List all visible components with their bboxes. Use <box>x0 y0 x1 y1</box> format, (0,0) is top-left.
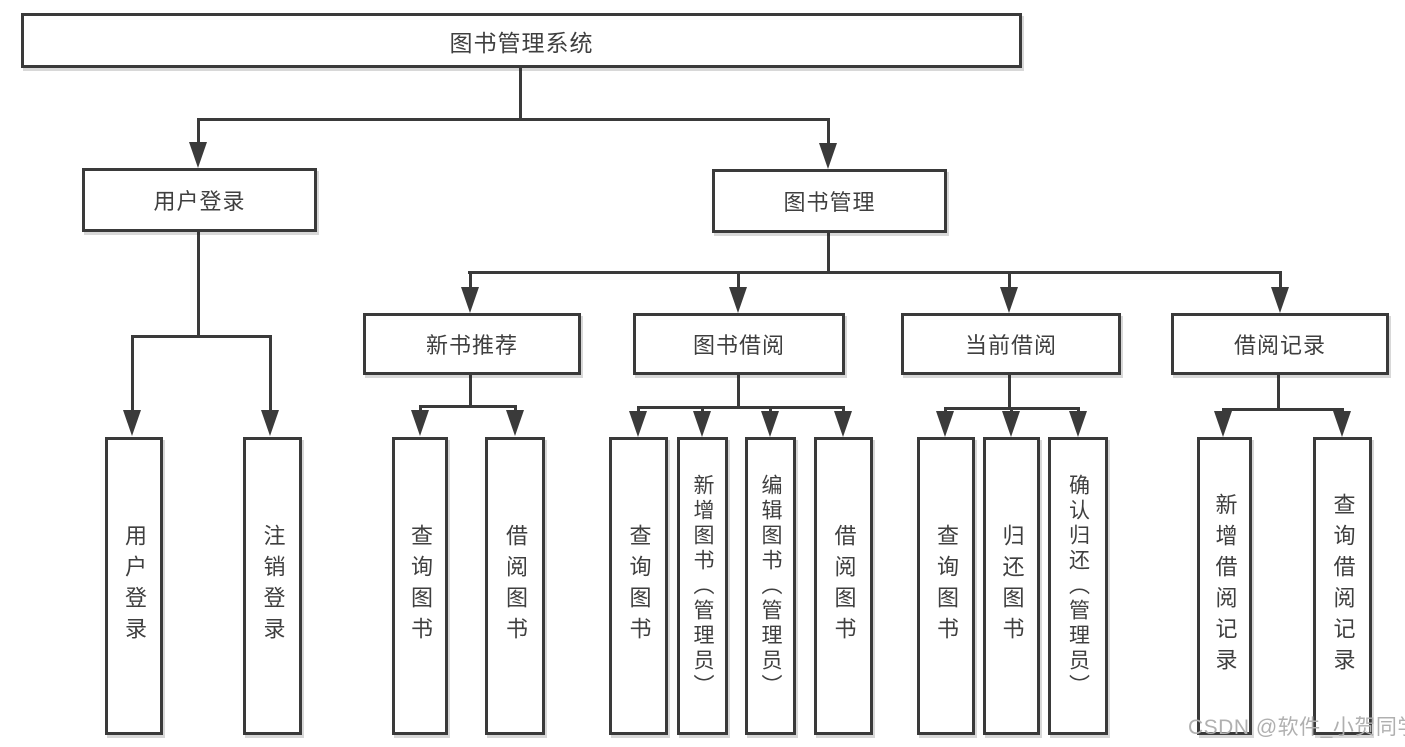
node-label: 归还图书 <box>999 524 1025 648</box>
node-query-borrow-record: 查询借阅记录 <box>1313 437 1372 735</box>
connector-line <box>637 406 845 409</box>
connector-line <box>197 118 200 144</box>
arrowhead-down-icon <box>1000 287 1018 313</box>
node-current-borrowing: 当前借阅 <box>901 313 1121 375</box>
node-label: 用户登录 <box>153 189 246 214</box>
node-label: 图书借阅 <box>692 333 785 358</box>
connector-line <box>197 118 830 121</box>
node-label: 编辑图书（管理员） <box>759 473 782 699</box>
connector-line <box>1222 408 1225 412</box>
node-label: 查询借阅记录 <box>1330 493 1356 679</box>
arrowhead-down-icon <box>123 410 141 436</box>
connector-line <box>737 375 740 407</box>
node-user-login-branch: 用户登录 <box>82 168 317 232</box>
connector-line <box>1010 407 1013 412</box>
node-user-login: 用户登录 <box>105 437 163 735</box>
connector-line <box>419 405 422 412</box>
arrowhead-down-icon <box>693 411 711 437</box>
arrowhead-down-icon <box>461 287 479 313</box>
node-label: 借阅图书 <box>831 524 857 648</box>
node-borrow-books: 借阅图书 <box>814 437 873 735</box>
arrowhead-down-icon <box>1002 411 1020 437</box>
node-book-management-branch: 图书管理 <box>712 169 947 233</box>
arrowhead-down-icon <box>936 411 954 437</box>
connector-line <box>827 233 830 272</box>
node-label: 新增借阅记录 <box>1212 493 1238 679</box>
node-label: 借阅图书 <box>503 524 528 648</box>
node-edit-books-admin: 编辑图书（管理员） <box>745 437 796 735</box>
arrowhead-down-icon <box>189 142 207 168</box>
arrowhead-down-icon <box>761 411 779 437</box>
node-label: 当前借阅 <box>964 333 1057 358</box>
node-library-management-system: 图书管理系统 <box>21 13 1022 68</box>
connector-line <box>769 406 772 412</box>
node-logout: 注销登录 <box>243 437 302 735</box>
connector-line <box>944 407 947 412</box>
node-label: 确认归还（管理员） <box>1066 473 1090 699</box>
node-label: 用户登录 <box>122 524 147 648</box>
connector-line <box>1077 407 1080 412</box>
node-query-books-current: 查询图书 <box>917 437 975 735</box>
node-label: 图书管理 <box>783 190 876 215</box>
node-confirm-return-admin: 确认归还（管理员） <box>1048 437 1108 735</box>
node-label: 借阅记录 <box>1233 333 1326 358</box>
arrowhead-down-icon <box>1271 287 1289 313</box>
arrowhead-down-icon <box>819 143 837 169</box>
node-label: 查询图书 <box>934 524 959 648</box>
connector-line <box>197 232 200 336</box>
node-query-books-borrow: 查询图书 <box>609 437 668 735</box>
node-label: 图书管理系统 <box>449 29 594 56</box>
node-label: 查询图书 <box>626 524 652 648</box>
node-query-books-recommend: 查询图书 <box>392 437 448 735</box>
connector-line <box>1279 271 1282 289</box>
connector-line <box>469 271 472 289</box>
connector-line <box>131 335 134 412</box>
arrowhead-down-icon <box>834 411 852 437</box>
connector-line <box>468 271 1282 274</box>
connector-line <box>1008 375 1011 408</box>
node-label: 新书推荐 <box>425 333 518 358</box>
node-label: 新增图书（管理员） <box>691 473 714 699</box>
arrowhead-down-icon <box>729 287 747 313</box>
connector-line <box>827 118 830 144</box>
arrowhead-down-icon <box>1214 411 1232 437</box>
connector-line <box>1277 375 1280 409</box>
connector-line <box>514 405 517 412</box>
connector-line <box>701 406 704 412</box>
arrowhead-down-icon <box>506 410 524 436</box>
connector-line <box>131 335 272 338</box>
node-add-books-admin: 新增图书（管理员） <box>677 437 728 735</box>
node-label: 查询图书 <box>408 524 433 648</box>
node-borrow-books-recommend: 借阅图书 <box>485 437 545 735</box>
connector-line <box>1341 408 1344 412</box>
arrowhead-down-icon <box>411 410 429 436</box>
arrowhead-down-icon <box>1069 411 1087 437</box>
connector-line <box>842 406 845 412</box>
node-borrowing-records: 借阅记录 <box>1171 313 1389 375</box>
connector-line <box>419 405 517 408</box>
node-new-book-recommend: 新书推荐 <box>363 313 581 375</box>
connector-line <box>637 406 640 412</box>
arrowhead-down-icon <box>1333 411 1351 437</box>
connector-line <box>737 271 740 289</box>
arrowhead-down-icon <box>261 410 279 436</box>
arrowhead-down-icon <box>629 411 647 437</box>
csdn-watermark: CSDN @软件_小贺同学 <box>1188 716 1405 739</box>
connector-line <box>1008 271 1011 289</box>
node-add-borrow-record: 新增借阅记录 <box>1197 437 1252 735</box>
connector-line <box>469 375 472 406</box>
connector-line <box>519 68 522 119</box>
connector-line <box>269 335 272 412</box>
connector-line <box>1222 408 1344 411</box>
node-label: 注销登录 <box>260 524 286 648</box>
node-book-borrowing: 图书借阅 <box>633 313 845 375</box>
node-return-books: 归还图书 <box>983 437 1040 735</box>
